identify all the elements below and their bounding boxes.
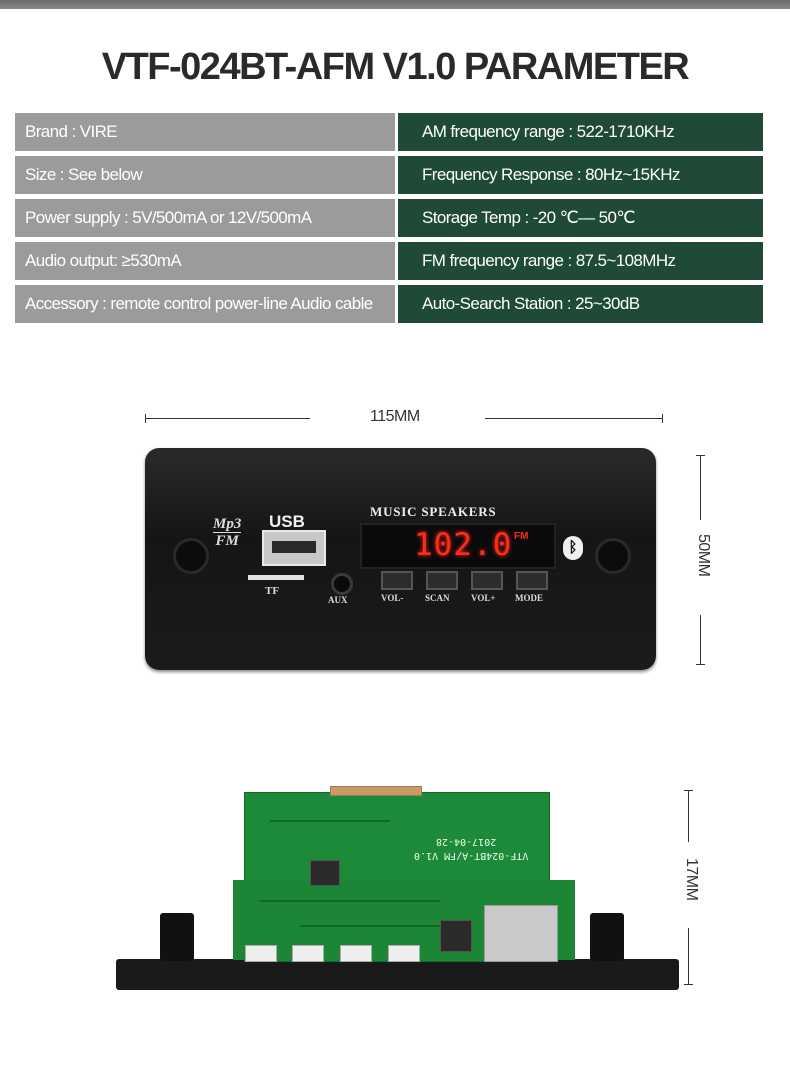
front-panel: Mp3 FM USB TF AUX MUSIC SPEAKERS 102.0 F…	[145, 448, 656, 670]
scan-button[interactable]	[426, 571, 458, 590]
param-storage-temp: Storage Temp : -20 ℃— 50℃	[398, 199, 763, 237]
pcb-trace	[270, 820, 390, 822]
tf-card-slot[interactable]	[248, 575, 304, 580]
height-tick-bottom	[696, 664, 705, 665]
brand-label: MUSIC SPEAKERS	[370, 504, 497, 519]
vol-down-button[interactable]	[381, 571, 413, 590]
frequency-readout: 102.0	[414, 527, 513, 563]
height-line-bottom	[700, 615, 701, 665]
pcb-date-text: 2017-04-28	[436, 836, 497, 847]
pcb-model-text: VTF-024BT-A/FM V1.0	[414, 850, 529, 861]
param-auto-search: Auto-Search Station : 25~30dB	[398, 285, 763, 323]
sd-card-holder	[484, 905, 558, 962]
depth-label: 17MM	[683, 858, 700, 901]
pcb-header	[330, 786, 422, 796]
depth-line-bottom	[688, 928, 689, 985]
param-frequency-response: Frequency Response : 80Hz~15KHz	[398, 156, 763, 194]
screw-hole-left	[173, 538, 209, 574]
mode-label: MODE	[515, 593, 543, 603]
width-line-left	[145, 418, 310, 419]
vol-up-button[interactable]	[471, 571, 503, 590]
width-tick-right	[662, 414, 663, 423]
usb-port[interactable]	[262, 530, 326, 566]
param-fm-range: FM frequency range : 87.5~108MHz	[398, 242, 763, 280]
height-line-top	[700, 455, 701, 520]
screw-hole-right	[595, 538, 631, 574]
mode-button[interactable]	[516, 571, 548, 590]
param-size: Size : See below	[15, 156, 395, 194]
param-am-range: AM frequency range : 522-1710KHz	[398, 113, 763, 151]
vol-down-label: VOL-	[381, 593, 404, 603]
depth-tick-top	[684, 790, 693, 791]
panel-side-base	[116, 959, 679, 990]
height-label: 50MM	[695, 534, 712, 577]
mount-post-right	[590, 913, 624, 961]
vol-up-label: VOL+	[471, 593, 496, 603]
pcb-chip	[440, 920, 472, 952]
pcb-button	[292, 945, 324, 962]
pcb-button	[245, 945, 277, 962]
mount-post-left	[160, 913, 194, 961]
fm-logo-text: FM	[215, 533, 239, 549]
usb-label: USB	[269, 512, 305, 531]
scan-label: SCAN	[425, 593, 450, 603]
param-accessory: Accessory : remote control power-line Au…	[15, 285, 395, 323]
aux-jack[interactable]	[331, 573, 353, 595]
fm-indicator: FM	[514, 531, 529, 542]
pcb-button	[340, 945, 372, 962]
pcb-button	[388, 945, 420, 962]
param-audio-output: Audio output: ≥530mA	[15, 242, 395, 280]
depth-tick-bottom	[684, 984, 693, 985]
width-label: 115MM	[370, 408, 420, 425]
led-display: 102.0 FM	[360, 523, 556, 569]
width-line-right	[485, 418, 663, 419]
param-brand: Brand : VIRE	[15, 113, 395, 151]
page-title: VTF-024BT-AFM V1.0 PARAMETER	[101, 46, 690, 88]
pcb-trace	[300, 925, 450, 927]
height-tick-top	[696, 455, 705, 456]
mp3-fm-logo: Mp3 FM	[213, 516, 242, 549]
tf-label: TF	[265, 585, 280, 597]
param-power-supply: Power supply : 5V/500mA or 12V/500mA	[15, 199, 395, 237]
top-bar	[0, 0, 790, 9]
depth-line-top	[688, 790, 689, 842]
bluetooth-icon: ᛒ	[563, 536, 583, 560]
pcb-trace	[260, 900, 440, 902]
pcb-chip	[310, 860, 340, 886]
mp3-logo-text: Mp3	[213, 516, 242, 533]
aux-label: AUX	[328, 595, 348, 605]
width-tick-left	[145, 414, 146, 423]
